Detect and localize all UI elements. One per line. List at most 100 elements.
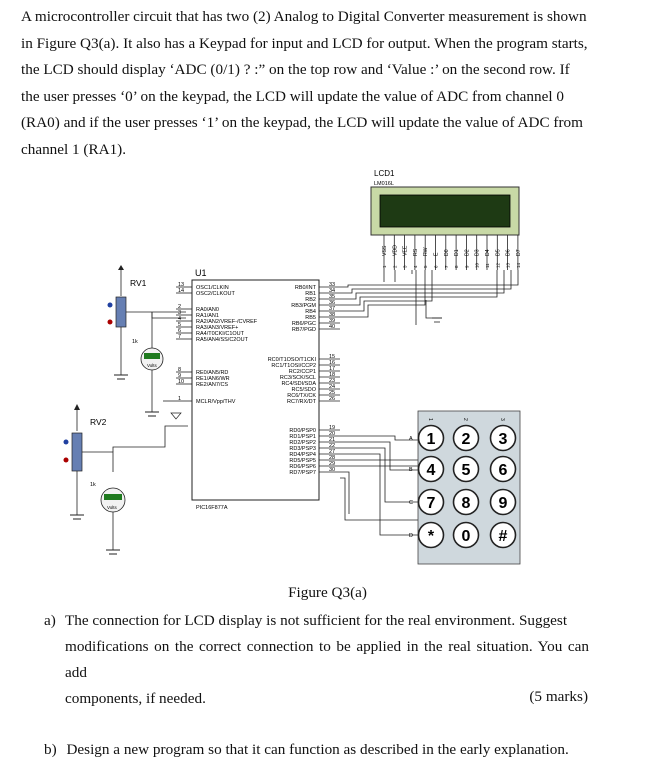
- mcu-pin-label: RB7/PGD: [292, 327, 316, 333]
- keypad-key-label: 4: [427, 462, 436, 479]
- lcd-pin-label: VEE: [403, 245, 409, 256]
- keypad-key[interactable]: 0: [452, 521, 480, 549]
- lcd-pin-number: 3: [403, 265, 408, 268]
- mcu-name: U1: [195, 268, 207, 278]
- mcu-pin-number: 9: [178, 373, 181, 379]
- mcu-pin-label: RC0/T1OSO/T1CKI: [268, 357, 317, 363]
- rv2-name: RV2: [90, 417, 107, 427]
- keypad-row-label: D: [409, 533, 413, 539]
- lcd-pin-number: 13: [506, 262, 511, 268]
- question-b-letter: b): [44, 741, 57, 758]
- lcd-pin-label: RS: [413, 248, 419, 256]
- mcu-pin-label: RB0/INT: [295, 285, 317, 291]
- lcd-pin-label: D1: [454, 249, 460, 256]
- mcu-pin-number: 17: [329, 366, 335, 372]
- lcd-pin-number: 11: [485, 263, 490, 268]
- mcu-pin-label: RE1/AN6/WR: [196, 376, 230, 382]
- mcu-pin-number: 30: [329, 467, 335, 473]
- keypad-key[interactable]: 4: [417, 455, 445, 483]
- mcu-pin-label: RD0/PSP0: [289, 428, 316, 434]
- mcu-pin-label: RA0/AN0: [196, 307, 219, 313]
- mcu-pin-number: 3: [178, 310, 181, 316]
- mcu-pin-label: RA4/T0CKI/C1OUT: [196, 331, 245, 337]
- question-b-text: Design a new program so that it can func…: [66, 741, 569, 758]
- question-a-line: modifications on the correct connection …: [65, 638, 589, 681]
- rv2-meter-label: Volts: [107, 505, 118, 510]
- lcd-pin-number: 1: [382, 265, 387, 268]
- mcu-pin-label: RC1/T1OSI/CCP2: [271, 363, 316, 369]
- lcd-pin-number: 7: [444, 265, 449, 268]
- mcu-pin-number: 33: [329, 282, 335, 288]
- mcu-pin-label: MCLR/Vpp/THV: [196, 399, 236, 405]
- rv1-value: 1k: [132, 339, 138, 345]
- keypad-key-label: 0: [462, 528, 471, 545]
- mcu-pin-label: RC4/SDI/SDA: [281, 381, 316, 387]
- lcd-pin-number: 6: [434, 265, 439, 268]
- keypad-col-label: 3: [499, 418, 505, 421]
- mcu-pin-number: 37: [329, 306, 335, 312]
- mcu-pin-number: 5: [178, 322, 181, 328]
- mcu-pin-number: 36: [329, 300, 335, 306]
- keypad-col-label: 2: [462, 418, 468, 421]
- intro-line: in Figure Q3(a). It also has a Keypad fo…: [21, 34, 588, 52]
- mcu-pin-label: RC3/SCK/SCL: [280, 375, 316, 381]
- lcd-pin-label: RW: [423, 247, 429, 256]
- keypad-key-label: 5: [462, 462, 471, 479]
- mcu-pin-label: RD4/PSP4: [289, 452, 316, 458]
- mcu-pin-label: RD1/PSP1: [289, 434, 316, 440]
- figure-caption: Figure Q3(a): [288, 584, 367, 601]
- mcu-pin-number: 14: [178, 288, 184, 294]
- mcu-pin-label: RD6/PSP6: [289, 464, 316, 470]
- keypad-key[interactable]: 8: [452, 488, 480, 516]
- question-a: a) The connection for LCD display is not…: [44, 608, 589, 712]
- keypad-key-label: 1: [427, 431, 436, 448]
- mcu-pin-number: 23: [329, 378, 335, 384]
- intro-line: (RA0) and if the user presses ‘1’ on the…: [21, 114, 583, 131]
- lcd-pin-label: D3: [475, 249, 481, 256]
- lcd-display: LCD1 LM016L VSS1VDD2VEE3RS4RW5E6D07D18D2…: [370, 169, 522, 270]
- lcd-pin-label: D6: [506, 249, 512, 256]
- lcd-pin-number: 14: [516, 262, 521, 268]
- mcu-pin-label: RB2: [305, 297, 316, 303]
- mcu-pin-label: RD5/PSP5: [289, 458, 316, 464]
- mcu-pin-number: 27: [329, 449, 335, 455]
- keypad-key[interactable]: 7: [417, 488, 445, 516]
- lcd-name: LCD1: [374, 169, 395, 178]
- keypad-col-label: 1: [427, 418, 433, 421]
- mcu-pin-number: 29: [329, 461, 335, 467]
- mcu-pin-label: RC6/TX/CK: [287, 393, 316, 399]
- keypad-key[interactable]: 6: [489, 455, 517, 483]
- potentiometer-rv2: RV2 1k Volts: [63, 404, 188, 555]
- keypad-key-label: *: [428, 528, 435, 545]
- lcd-pin-number: 10: [475, 262, 480, 268]
- intro-line: A microcontroller circuit that has two (…: [21, 8, 587, 25]
- mcu-pin-label: OSC1/CLKIN: [196, 285, 229, 291]
- keypad-key[interactable]: 9: [489, 488, 517, 516]
- keypad-key[interactable]: 3: [489, 424, 517, 452]
- keypad-key[interactable]: #: [489, 521, 517, 549]
- question-a-letter: a): [44, 612, 56, 629]
- mcu-pin-number: 16: [329, 360, 335, 366]
- keypad-key[interactable]: *: [417, 521, 445, 549]
- keypad-key[interactable]: 2: [452, 424, 480, 452]
- mcu-pin-number: 10: [178, 379, 184, 385]
- keypad-key[interactable]: 5: [452, 455, 480, 483]
- lcd-pin-number: 2: [392, 265, 397, 268]
- mcu-pin-number: 39: [329, 318, 335, 324]
- intro-paragraph: A microcontroller circuit that has two (…: [21, 4, 639, 163]
- rv1-meter-label: Volts: [147, 363, 158, 368]
- lcd-wires: [340, 270, 519, 325]
- question-a-line: components, if needed.: [65, 690, 206, 707]
- mcu-pin-label: RD7/PSP7: [289, 470, 316, 476]
- mcu-pin-number: 20: [329, 431, 335, 437]
- mcu-pin-label: RC5/SDO: [292, 387, 317, 393]
- mcu-pin-number: 6: [178, 328, 181, 334]
- mcu-pin-label: RC2/CCP1: [289, 369, 316, 375]
- lcd-pin-label: E: [434, 252, 440, 256]
- keypad-key[interactable]: 1: [417, 424, 445, 452]
- intro-line: the LCD should display ‘ADC (0/1) ? :” o…: [21, 61, 570, 78]
- keypad-key-label: 8: [462, 495, 471, 512]
- mcu-pin-number: 24: [329, 384, 335, 390]
